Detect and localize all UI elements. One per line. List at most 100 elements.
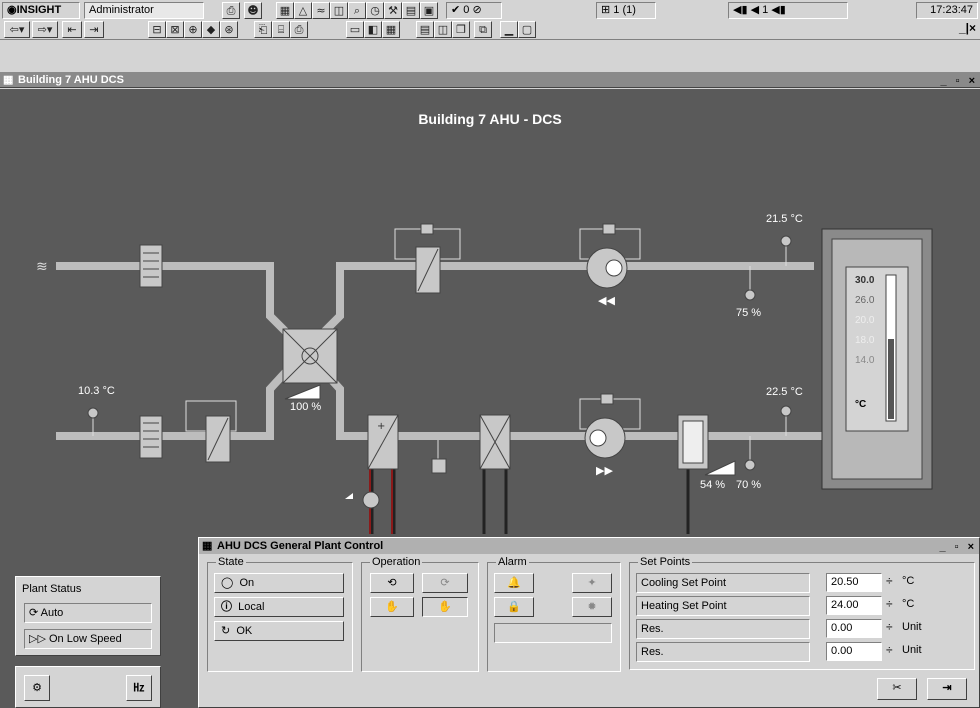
info-icon: ⓘ bbox=[221, 601, 232, 613]
level-indicator[interactable]: ◀▮ ◀ 1 ◀▮ bbox=[728, 2, 848, 19]
diagram-title: Building 7 AHU - DCS bbox=[418, 111, 562, 127]
plant-speed: On Low Speed bbox=[48, 633, 122, 645]
thermometer-tick: 20.0 bbox=[855, 315, 875, 326]
reserve-setpoint-input-2[interactable]: 0.00 bbox=[826, 642, 882, 661]
report-icon[interactable]: ▤ bbox=[402, 2, 420, 19]
state-ok-label: OK bbox=[236, 625, 253, 637]
bell-icon[interactable]: △ bbox=[294, 2, 312, 19]
setpoint-name: Res. bbox=[636, 619, 810, 639]
gear-icon[interactable]: ⚙ bbox=[24, 675, 50, 701]
check-icon: ✔ bbox=[451, 4, 461, 16]
cycle-mode-icon[interactable]: ⟳ bbox=[422, 573, 468, 593]
properties-icon[interactable]: ▦ bbox=[382, 21, 400, 38]
compass-icon[interactable]: ⊕ bbox=[184, 21, 202, 38]
calculator-icon[interactable]: ▦ bbox=[276, 2, 294, 19]
state-on[interactable]: ◯ On bbox=[214, 573, 344, 593]
db-icon[interactable]: ▣ bbox=[420, 2, 438, 19]
link-icon[interactable]: ⊠ bbox=[166, 21, 184, 38]
svg-text:▶▶: ▶▶ bbox=[596, 464, 613, 477]
alarm-ack-icon[interactable]: ✦ bbox=[572, 573, 612, 593]
preview-icon[interactable]: ⌸ bbox=[272, 21, 290, 38]
lock-icon[interactable]: 🔒 bbox=[494, 597, 534, 617]
cascade-icon[interactable]: ❐ bbox=[452, 21, 470, 38]
heating-setpoint-input[interactable]: 24.00 bbox=[826, 596, 882, 615]
clock-icon[interactable]: ◷ bbox=[366, 2, 384, 19]
auto-mode-icon[interactable]: ⟲ bbox=[370, 573, 414, 593]
dialog-title: AHU DCS General Plant Control bbox=[217, 540, 384, 552]
dialog-controls[interactable]: _ ▫ × bbox=[939, 541, 977, 553]
exit-icon[interactable]: ⇥ bbox=[927, 678, 967, 700]
forward-icon[interactable]: ⇨▾ bbox=[32, 21, 58, 38]
disconnect-icon[interactable]: ✂ bbox=[877, 678, 917, 700]
page-indicator[interactable]: ⊞ 1 (1) bbox=[596, 2, 656, 19]
arrange-icon[interactable]: ⧉ bbox=[474, 21, 492, 38]
exhaust-filter bbox=[139, 244, 163, 288]
outside-temperature: 10.3 °C bbox=[78, 385, 115, 397]
tile-horizontal-icon[interactable]: ▤ bbox=[416, 21, 434, 38]
trend-icon[interactable]: ≈ bbox=[312, 2, 330, 19]
state-ok[interactable]: ↻ OK bbox=[214, 621, 344, 641]
toolbar-row-2: ⇦▾ ⇨▾ ⇤ ⇥ ⊟ ⊠ ⊕ ◆ ⊛ ⎗ ⌸ ⎙ ▭ ◧ ▦ ▤ ◫ ❐ ⧉ … bbox=[0, 21, 980, 41]
dialog-titlebar[interactable]: ▦ AHU DCS General Plant Control _ ▫ × bbox=[199, 538, 979, 554]
end-icon[interactable]: ⇥ bbox=[84, 21, 104, 38]
tree-icon[interactable]: ⊟ bbox=[148, 21, 166, 38]
spinner-icon[interactable]: ÷ bbox=[886, 620, 893, 634]
back-icon[interactable]: ⇦▾ bbox=[4, 21, 30, 38]
print-preview-icon[interactable]: ⎗ bbox=[254, 21, 272, 38]
config-icon[interactable]: ⊛ bbox=[220, 21, 238, 38]
book-icon[interactable]: ◫ bbox=[330, 2, 348, 19]
window-titlebar[interactable]: ▦ Building 7 AHU DCS _ ▫ × bbox=[0, 72, 980, 88]
spinner-icon[interactable]: ÷ bbox=[886, 643, 893, 657]
search-icon[interactable]: ⌕ bbox=[348, 2, 366, 19]
plant-speed-field: ▷▷ On Low Speed bbox=[24, 629, 152, 649]
tile-vertical-icon[interactable]: ◫ bbox=[434, 21, 452, 38]
return-fan: ▶▶ bbox=[579, 393, 641, 477]
thermometer-tick: 18.0 bbox=[855, 335, 875, 346]
state-local[interactable]: ⓘ Local bbox=[214, 597, 344, 617]
reserve-setpoint-input-1[interactable]: 0.00 bbox=[826, 619, 882, 638]
plant-mode-field: ⟳ Auto bbox=[24, 603, 152, 623]
user-field[interactable]: Administrator bbox=[84, 2, 204, 19]
network-icon[interactable]: ⚒ bbox=[384, 2, 402, 19]
ahu-diagram-svg: ◀◀ ▶▶ + bbox=[36, 223, 933, 534]
layout-icon[interactable]: ◧ bbox=[364, 21, 382, 38]
print-icon[interactable]: ⎙ bbox=[290, 21, 308, 38]
alarm-reset-icon[interactable]: ✹ bbox=[572, 597, 612, 617]
level-text: 1 bbox=[762, 4, 769, 16]
app-logo-button[interactable]: ◉INSIGHT bbox=[2, 2, 80, 19]
intake-filter bbox=[139, 415, 163, 459]
hand-disabled-icon[interactable]: ✋ bbox=[370, 597, 414, 617]
no-alarm-icon: ⊘ bbox=[472, 4, 482, 16]
printer-icon[interactable]: ⎙ bbox=[222, 2, 240, 19]
speaker-icon: ◀▮ bbox=[733, 4, 748, 16]
window-title: Building 7 AHU DCS bbox=[18, 74, 124, 86]
cooling-setpoint-input[interactable]: 20.50 bbox=[826, 573, 882, 592]
toolbar-spacer bbox=[0, 41, 980, 72]
home-icon[interactable]: ⇤ bbox=[62, 21, 82, 38]
state-on-label: On bbox=[239, 577, 255, 589]
window-controls[interactable]: _ ▫ × bbox=[940, 75, 978, 87]
restore-all-icon[interactable]: ▢ bbox=[518, 21, 536, 38]
alarm-counter[interactable]: ✔ 0 ⊘ bbox=[446, 2, 502, 19]
state-group: State ◯ On ⓘ Local ↻ OK bbox=[207, 556, 353, 672]
hand-mode-icon[interactable]: ✋ bbox=[422, 597, 468, 617]
page-icon: ⊞ bbox=[601, 4, 611, 16]
cooling-coil bbox=[479, 414, 511, 470]
operator-icon[interactable]: ☻ bbox=[244, 2, 262, 19]
dialog-icon: ▦ bbox=[202, 540, 213, 552]
heating-coil: + bbox=[367, 414, 399, 470]
spinner-icon[interactable]: ÷ bbox=[886, 597, 893, 611]
return-temperature: 22.5 °C bbox=[766, 386, 803, 398]
room-block bbox=[821, 228, 933, 490]
exhaust-heat-exchanger bbox=[394, 223, 461, 294]
chart-icon[interactable]: ㎐ bbox=[126, 675, 152, 701]
window-icon[interactable]: ▭ bbox=[346, 21, 364, 38]
spinner-icon[interactable]: ÷ bbox=[886, 574, 893, 588]
speaker-icon-3: ◀▮ bbox=[771, 4, 786, 16]
alarm-bell-icon[interactable]: 🔔 bbox=[494, 573, 534, 593]
plant-status-panel: Plant Status ⟳ Auto ▷▷ On Low Speed bbox=[15, 576, 161, 656]
minimize-all-icon[interactable]: ▁ bbox=[500, 21, 518, 38]
app-window-controls[interactable]: _|× bbox=[958, 21, 976, 35]
supply-humidity: 75 % bbox=[736, 307, 762, 319]
tag-icon[interactable]: ◆ bbox=[202, 21, 220, 38]
